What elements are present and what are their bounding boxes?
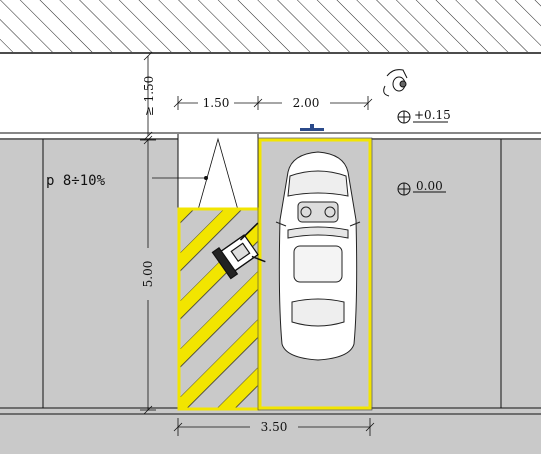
dim-car-width-label: 2.00: [293, 96, 320, 110]
building-wall: [0, 0, 541, 54]
dim-bay-length: [140, 135, 156, 415]
elevation-marker-sidewalk: [397, 110, 448, 124]
kerb-mark: [300, 124, 324, 131]
dim-bay-length-label: 5.00: [141, 261, 155, 288]
car-top-view-icon: [275, 151, 361, 361]
parking-bay: [258, 138, 372, 410]
wheelchair-user-icon: [211, 222, 266, 280]
slope-leader: [152, 176, 208, 180]
road-surface: [0, 132, 541, 454]
dim-top-row: [173, 96, 373, 110]
slope-label: p 8÷10%: [46, 173, 106, 189]
dim-ramp-width-label: 1.50: [203, 96, 230, 110]
elevation-road-label: 0.00: [416, 179, 443, 193]
elevation-sidewalk-label: +0.15: [414, 108, 451, 122]
curb-ramp: [177, 134, 259, 211]
dim-total-width: [173, 418, 375, 436]
pedestrian-icon: [383, 69, 408, 97]
elevation-marker-road: [397, 182, 446, 196]
dim-top-depth: [143, 51, 153, 141]
dim-top-depth-label: ≥ 1.50: [142, 76, 156, 117]
dim-total-width-label: 3.50: [261, 420, 288, 434]
